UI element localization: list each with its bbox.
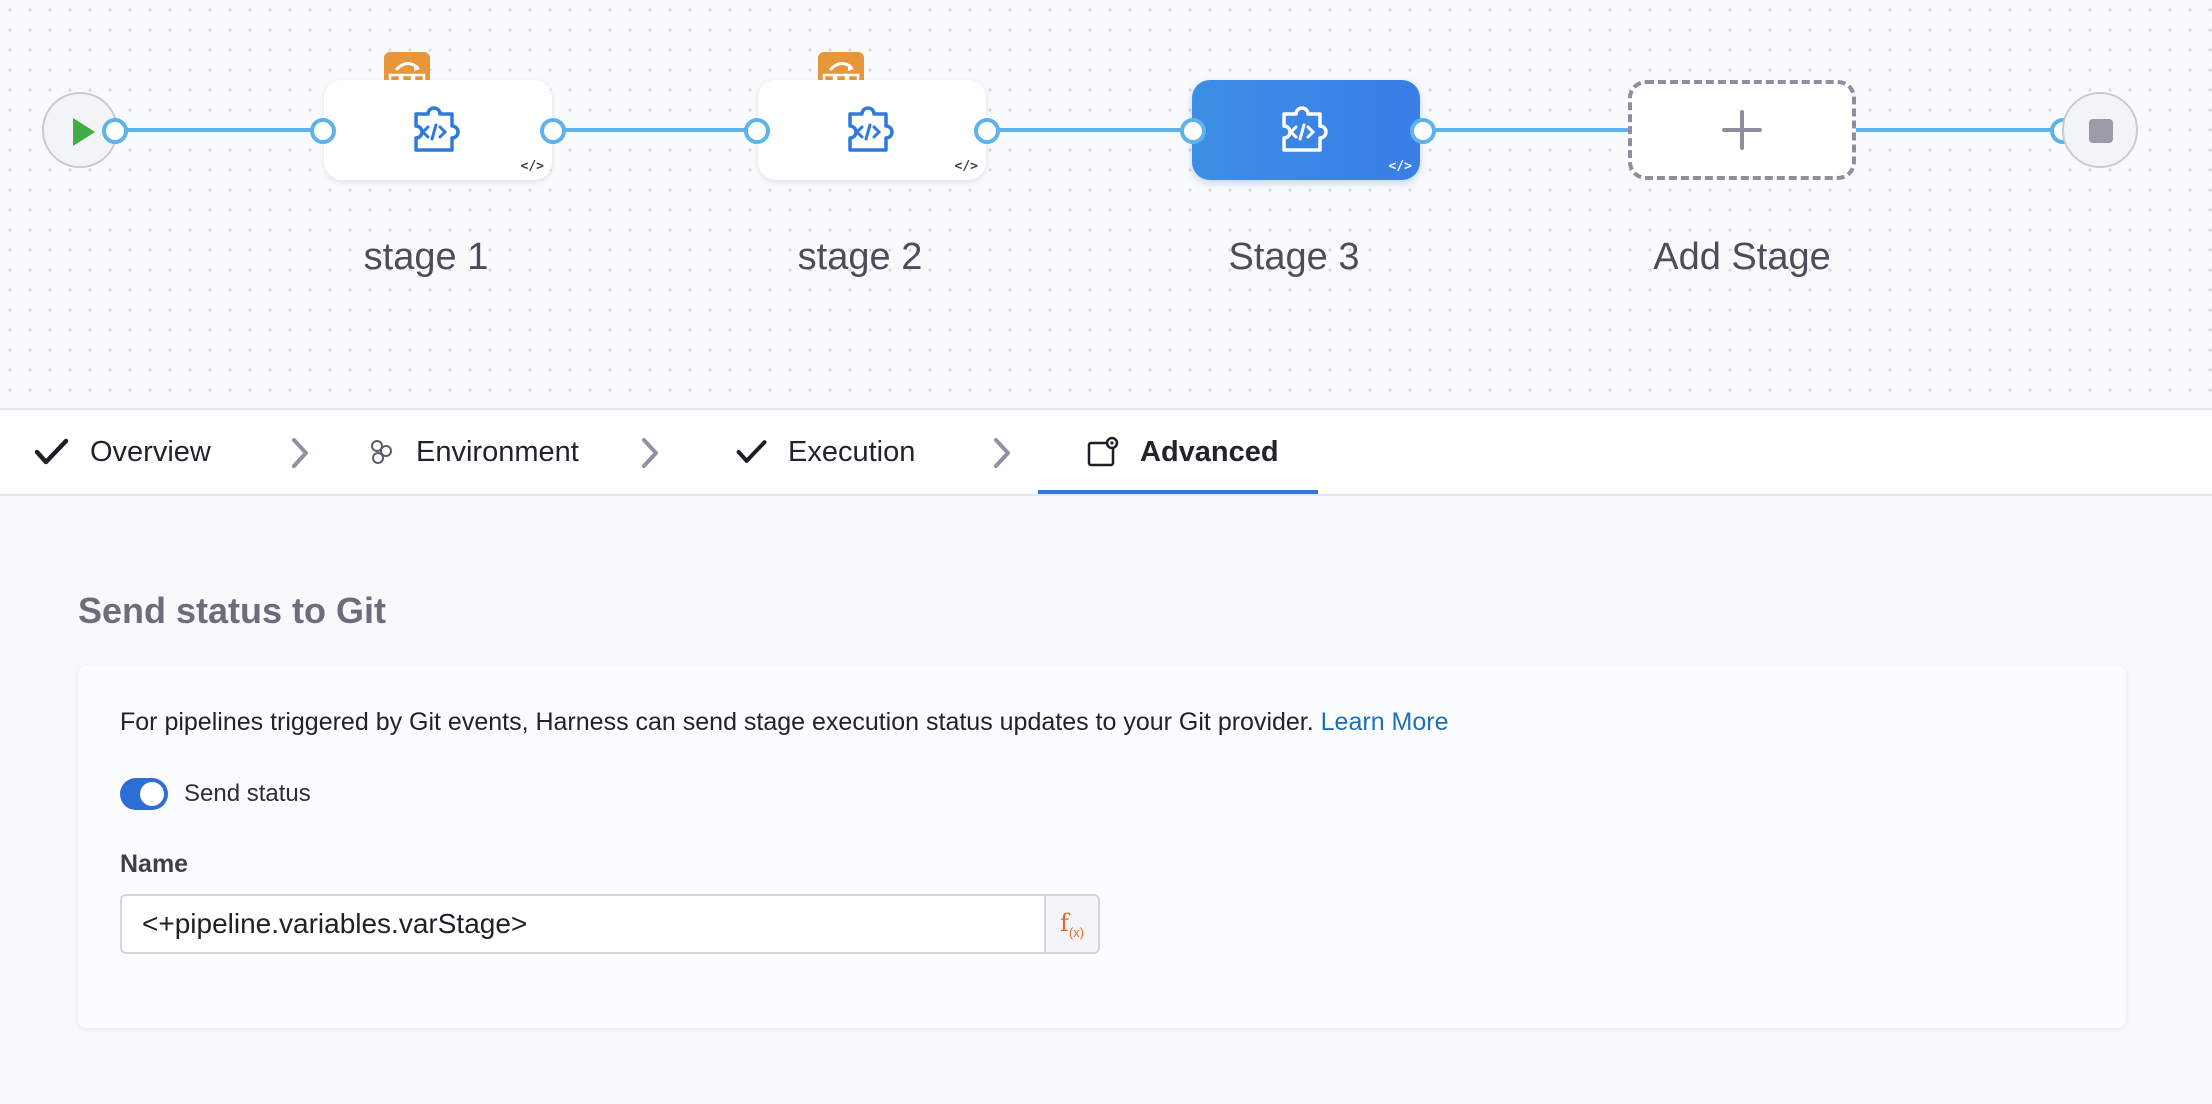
- stage-label: stage 1: [363, 236, 489, 278]
- stage-label: Stage 3: [1228, 236, 1360, 278]
- check-icon: [736, 440, 767, 463]
- toggle-knob: [140, 782, 164, 806]
- tab-label: Environment: [416, 435, 579, 468]
- section-title: Send status to Git: [78, 590, 387, 631]
- tab-label: Overview: [90, 435, 211, 468]
- stage-2-input-port[interactable]: [744, 118, 770, 144]
- play-icon: [73, 118, 95, 146]
- stage-node-2[interactable]: </>: [758, 80, 986, 180]
- expression-fx-button[interactable]: f(x): [1044, 894, 1100, 954]
- active-tab-indicator: [1038, 490, 1318, 494]
- custom-stage-icon: [1282, 106, 1328, 152]
- pipeline-end-node[interactable]: [2062, 92, 2138, 168]
- pipeline-link: [988, 128, 1192, 132]
- custom-stage-icon: [848, 106, 894, 152]
- add-stage-button[interactable]: [1628, 80, 1856, 180]
- send-status-label: Send status: [184, 780, 311, 807]
- name-field-label: Name: [120, 850, 189, 878]
- check-icon: [34, 438, 69, 465]
- stage-1-input-port[interactable]: [310, 118, 336, 144]
- code-badge-icon: </>: [520, 159, 544, 174]
- learn-more-link[interactable]: Learn More: [1320, 708, 1449, 736]
- name-input[interactable]: [120, 894, 1044, 954]
- pipeline-canvas[interactable]: </> stage 1 </> stage 2 </> Stage 3 Add …: [0, 0, 2212, 410]
- tab-label: Execution: [788, 435, 916, 468]
- description: For pipelines triggered by Git events, H…: [120, 708, 1449, 737]
- pipeline-link: [1422, 128, 1634, 132]
- send-status-toggle[interactable]: [120, 778, 168, 810]
- tab-label: Advanced: [1140, 435, 1279, 468]
- advanced-settings-icon: [1087, 436, 1119, 467]
- description-text: For pipelines triggered by Git events, H…: [120, 708, 1314, 736]
- stage-3-input-port[interactable]: [1180, 118, 1206, 144]
- tab-advanced[interactable]: Advanced: [1086, 410, 1279, 494]
- pipeline-link: [116, 128, 324, 132]
- stage-label: stage 2: [797, 236, 923, 278]
- stage-2-output-port[interactable]: [974, 118, 1000, 144]
- start-output-port[interactable]: [102, 118, 128, 144]
- tab-execution[interactable]: Execution: [736, 410, 915, 494]
- chevron-right-icon: [994, 438, 1010, 468]
- send-status-card: For pipelines triggered by Git events, H…: [78, 666, 2126, 1028]
- environment-icon: [371, 440, 392, 464]
- chevron-right-icon: [292, 438, 308, 468]
- stage-3-output-port[interactable]: [1410, 118, 1436, 144]
- stage-1-output-port[interactable]: [540, 118, 566, 144]
- fx-label: f: [1059, 909, 1069, 937]
- plus-icon: [1722, 110, 1762, 150]
- custom-stage-icon: [414, 106, 460, 152]
- tab-environment[interactable]: Environment: [368, 410, 579, 494]
- stage-node-3[interactable]: </>: [1192, 80, 1420, 180]
- name-field: f(x): [120, 894, 1100, 954]
- add-stage-label: Add Stage: [1653, 236, 1831, 278]
- pipeline-link: [1854, 128, 2066, 132]
- fx-sub-label: (x): [1068, 924, 1085, 940]
- stage-node-1[interactable]: </>: [324, 80, 552, 180]
- tab-overview[interactable]: Overview: [34, 410, 211, 494]
- stage-tabs: Overview Environment Execution Advanced: [0, 410, 2212, 496]
- code-badge-icon: </>: [954, 159, 978, 174]
- stop-icon: [2089, 119, 2113, 143]
- chevron-right-icon: [642, 438, 658, 468]
- code-badge-icon: </>: [1388, 159, 1412, 174]
- pipeline-link: [554, 128, 758, 132]
